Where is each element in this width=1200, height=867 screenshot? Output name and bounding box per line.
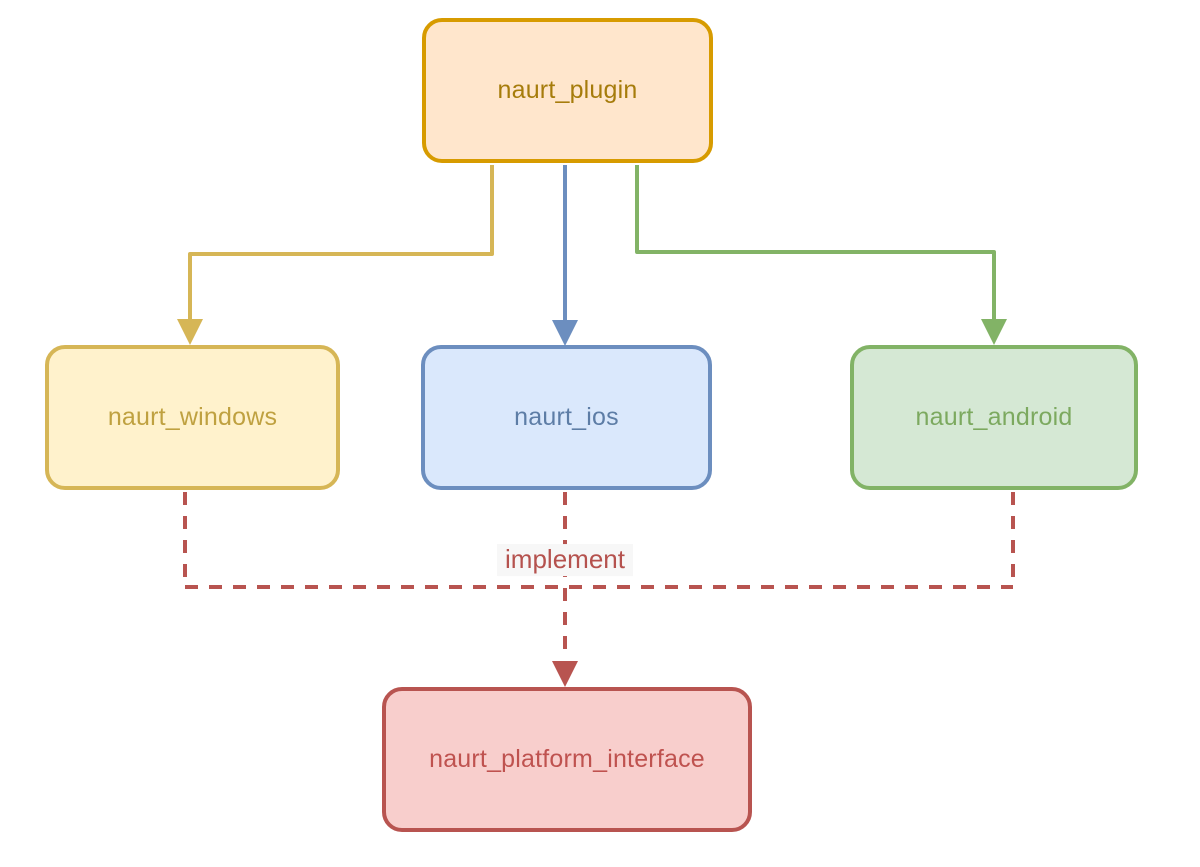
arrowhead-icon [981,319,1007,345]
edge-plugin-to-windows [177,165,494,345]
edge-plugin-to-android [635,165,1007,345]
node-naurt-platform-interface-label: naurt_platform_interface [429,745,705,773]
arrowhead-icon [552,320,578,346]
node-naurt-windows-label: naurt_windows [107,403,278,431]
node-naurt-windows: naurt_windows [45,345,340,490]
node-naurt-ios: naurt_ios [421,345,712,490]
edge-plugin-to-ios [552,165,578,346]
edge-plugin-to-android-line [635,165,996,320]
edge-implement-label: implement [497,544,633,576]
node-naurt-android: naurt_android [850,345,1138,490]
arrowhead-icon [552,661,578,687]
node-naurt-plugin-label: naurt_plugin [497,76,638,104]
node-naurt-ios-label: naurt_ios [514,403,619,431]
arrowhead-icon [177,319,203,345]
edge-implement [183,492,1015,687]
node-naurt-android-label: naurt_android [915,403,1073,431]
node-naurt-platform-interface: naurt_platform_interface [382,687,752,832]
node-naurt-plugin: naurt_plugin [422,18,713,163]
edge-plugin-to-windows-line [188,165,494,320]
